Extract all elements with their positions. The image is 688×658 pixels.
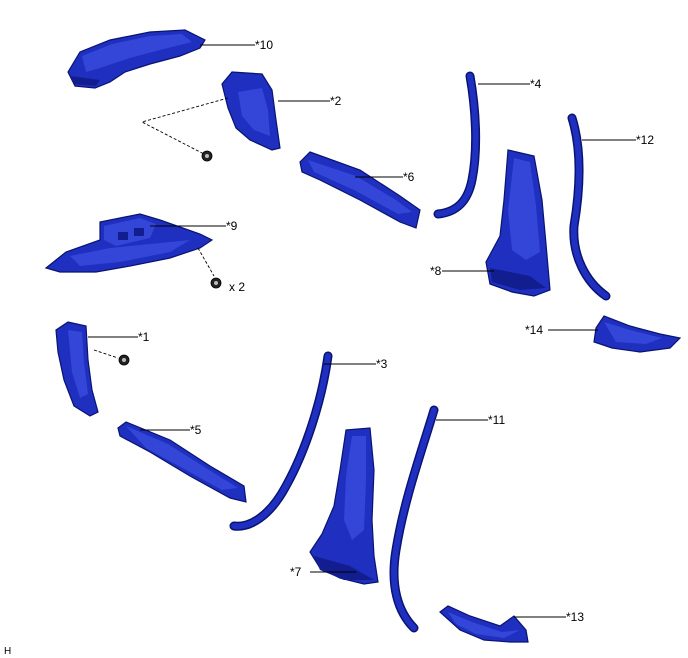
quantity-label: x 2: [229, 280, 245, 294]
clip-fastener-1: [201, 150, 213, 162]
part-4-pillar-strip: *4: [433, 71, 542, 219]
callout-7: *7: [290, 565, 302, 579]
corner-code: H: [4, 646, 11, 657]
callout-2: *2: [330, 94, 342, 108]
screw-reference-line: [197, 247, 215, 277]
callout-5: *5: [190, 423, 202, 437]
part-12-pillar-strip: *12: [567, 113, 654, 301]
callout-12: *12: [636, 133, 654, 147]
callout-3: *3: [376, 357, 388, 371]
callout-11: *11: [488, 413, 505, 427]
clip-reference-lines: [140, 97, 229, 155]
clip-reference-line-2: [93, 349, 119, 359]
part-14-rear-trim: *14: [525, 315, 682, 353]
part-11-pillar-strip: *11: [389, 405, 505, 633]
callout-14: *14: [525, 323, 543, 337]
callout-4: *4: [530, 77, 542, 91]
part-6-scuff-plate: *6: [299, 151, 421, 229]
callout-9: *9: [226, 219, 238, 233]
clip-fastener-2: [118, 354, 130, 366]
callout-1: *1: [138, 330, 150, 344]
part-13-rear-scuff: *13: [439, 605, 584, 643]
part-1-lower-garnish: *1: [55, 321, 150, 417]
part-7-pillar-garnish: *7: [290, 427, 379, 585]
callout-10: *10: [255, 38, 273, 52]
callout-6: *6: [403, 170, 415, 184]
part-8-pillar-garnish: *8: [430, 149, 551, 297]
screw-fastener: x 2: [210, 277, 245, 294]
part-2-garnish: *2: [221, 71, 342, 151]
part-10-upper-trim-panel: *10: [67, 29, 273, 89]
part-5-scuff-plate: *5: [117, 421, 247, 503]
callout-8: *8: [430, 264, 442, 278]
part-3-pillar-strip: *3: [229, 351, 388, 531]
callout-13: *13: [566, 610, 584, 624]
part-9-cowl-panel: *9: [44, 213, 238, 273]
